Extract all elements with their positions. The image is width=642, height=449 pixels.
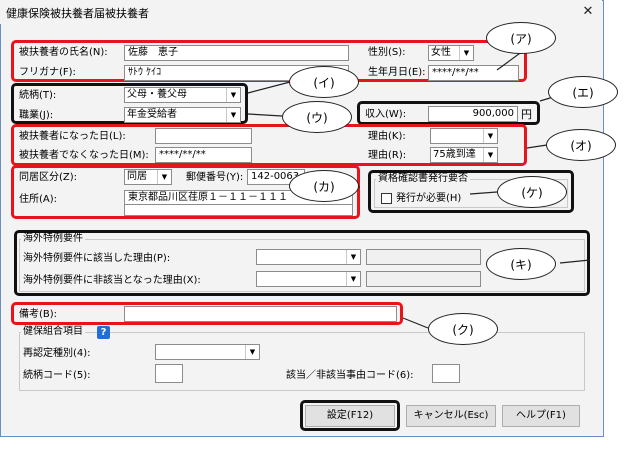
overseas-applicable-select[interactable]: ▼ xyxy=(256,249,361,265)
chevron-down-icon: ▼ xyxy=(346,272,360,286)
chevron-down-icon: ▼ xyxy=(245,345,259,359)
cohabit-select[interactable]: 同居 ▼ xyxy=(124,169,172,185)
chevron-down-icon: ▼ xyxy=(226,108,240,122)
recert-label: 再認定種別(4): xyxy=(23,348,91,359)
chevron-down-icon: ▼ xyxy=(346,250,360,264)
remarks-field[interactable] xyxy=(124,306,397,322)
became-label: 被扶養者になった日(L): xyxy=(19,131,126,142)
callout-ke: (ケ) xyxy=(497,176,567,208)
highlight-ok xyxy=(300,400,400,431)
relation-code-label: 続柄コード(5): xyxy=(23,370,91,381)
callout-a: (ア) xyxy=(486,22,556,54)
occupation-select[interactable]: 年金受給者 ▼ xyxy=(124,107,241,123)
help-icon[interactable]: ? xyxy=(97,326,110,339)
overseas-group-title: 海外特例要件 xyxy=(21,233,85,245)
cohabit-label: 同居区分(Z): xyxy=(19,172,78,183)
overseas-not-applicable-select[interactable]: ▼ xyxy=(256,271,361,287)
became-date-field[interactable] xyxy=(155,128,252,144)
chevron-down-icon: ▼ xyxy=(483,129,497,143)
cohabit-value: 同居 xyxy=(127,171,147,182)
highlight-address xyxy=(11,165,360,219)
cancel-button[interactable]: キャンセル(Esc) xyxy=(406,405,496,427)
birth-field[interactable]: ****/**/** xyxy=(428,65,519,81)
callout-o: (オ) xyxy=(546,129,616,161)
reason2-value: 75歳到達 xyxy=(433,149,476,160)
income-unit: 円 xyxy=(521,108,532,121)
overseas-not-applicable-detail xyxy=(366,271,481,287)
relationship-label: 続柄(T): xyxy=(19,90,57,101)
window-title: 健康保険被扶養者届被扶養者 xyxy=(6,7,149,20)
name-field[interactable]: 佐藤 恵子 xyxy=(124,45,349,61)
issue-required-label: 発行が必要(H) xyxy=(396,193,462,204)
chevron-down-icon: ▼ xyxy=(483,148,497,162)
reason-code-label: 該当／非該当事由コード(6): xyxy=(286,370,414,381)
overseas-group xyxy=(19,239,585,292)
issue-required-checkbox[interactable] xyxy=(381,193,392,204)
highlight-remarks xyxy=(11,302,403,325)
title-bar: 健康保険被扶養者届被扶養者 ✕ xyxy=(0,0,602,24)
relationship-select[interactable]: 父母・養父母 ▼ xyxy=(124,87,241,103)
reason1-select[interactable]: ▼ xyxy=(430,128,498,144)
birth-label: 生年月日(E): xyxy=(368,67,426,78)
union-group-title: 健保組合項目 xyxy=(21,326,85,338)
address-label: 住所(A): xyxy=(19,194,58,205)
ceased-date-field[interactable]: ****/**/** xyxy=(155,147,252,163)
reason1-label: 理由(K): xyxy=(368,131,406,142)
gender-select[interactable]: 女性 ▼ xyxy=(428,45,474,61)
callout-u: (ウ) xyxy=(282,101,352,133)
gender-value: 女性 xyxy=(431,47,451,58)
name-label: 被扶養者の氏名(N): xyxy=(19,47,108,58)
highlight-certificate xyxy=(368,170,574,213)
callout-e: (エ) xyxy=(548,76,618,108)
certificate-group-title: 資格確認書発行要否 xyxy=(376,173,470,185)
reason2-select[interactable]: 75歳到達 ▼ xyxy=(430,147,498,163)
callout-ki: (キ) xyxy=(486,248,556,280)
kana-label: フリガナ(F): xyxy=(19,67,76,78)
income-label: 収入(W): xyxy=(365,109,407,120)
reason2-label: 理由(R): xyxy=(368,150,407,161)
chevron-down-icon: ▼ xyxy=(226,88,240,102)
overseas-applicable-label: 海外特例要件に該当した理由(P): xyxy=(23,253,171,264)
relationship-value: 父母・養父母 xyxy=(127,89,187,100)
income-field[interactable]: 900,000 xyxy=(428,106,518,122)
highlight-dates xyxy=(11,124,527,166)
ok-button[interactable]: 設定(F12) xyxy=(305,405,395,427)
occupation-value: 年金受給者 xyxy=(127,109,177,120)
remarks-label: 備考(B): xyxy=(19,309,58,320)
help-button[interactable]: ヘルプ(F1) xyxy=(502,405,580,427)
ceased-label: 被扶養者でなくなった日(M): xyxy=(19,150,149,161)
callout-ku: (ク) xyxy=(428,313,498,345)
occupation-label: 職業(J): xyxy=(19,110,54,121)
address-line2-field[interactable] xyxy=(124,204,353,216)
overseas-not-applicable-label: 海外特例要件に非該当となった理由(X): xyxy=(23,275,201,286)
postal-label: 郵便番号(Y): xyxy=(186,172,244,183)
relation-code-field[interactable] xyxy=(155,364,183,383)
highlight-income xyxy=(357,101,540,125)
chevron-down-icon: ▼ xyxy=(157,170,171,184)
certificate-group xyxy=(374,179,568,208)
highlight-overseas xyxy=(14,230,590,296)
callout-i: (イ) xyxy=(289,66,359,98)
close-icon[interactable]: ✕ xyxy=(582,4,594,19)
callout-ka: (カ) xyxy=(289,170,359,202)
recert-select[interactable]: ▼ xyxy=(155,344,260,360)
gender-label: 性別(S): xyxy=(368,47,406,58)
union-group xyxy=(19,332,585,391)
chevron-down-icon: ▼ xyxy=(459,46,473,60)
overseas-applicable-detail xyxy=(366,249,481,265)
reason-code-field[interactable] xyxy=(432,364,460,383)
